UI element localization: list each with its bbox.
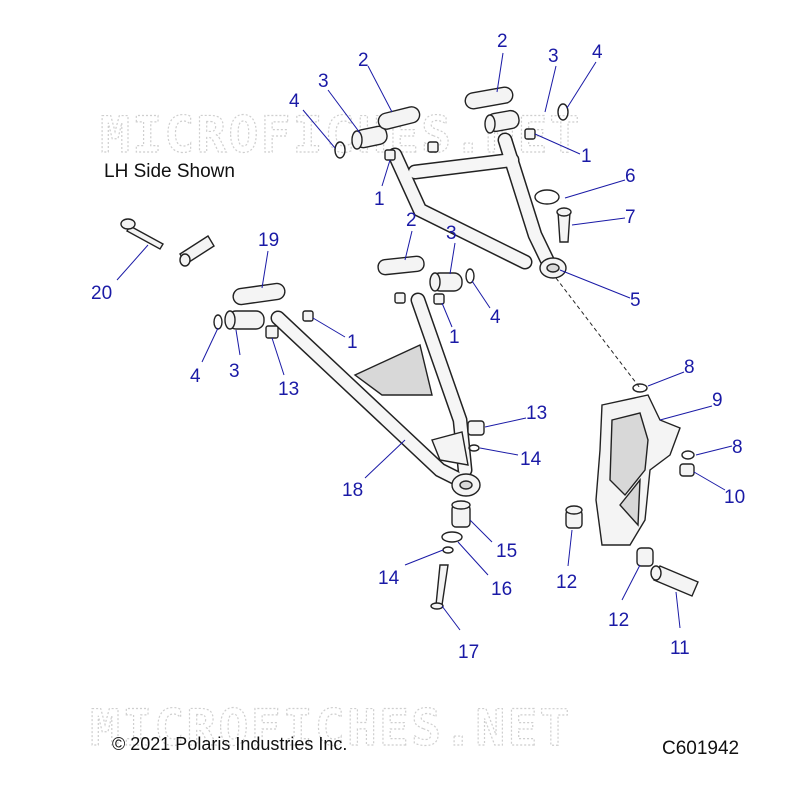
callout-c23: 9: [712, 390, 723, 411]
callout-c1: 2: [358, 50, 369, 71]
callout-c12: 19: [258, 230, 279, 251]
callout-c8: 1: [581, 146, 592, 167]
steering-knuckle: [565, 383, 699, 597]
callout-c2: 2: [497, 31, 508, 52]
callout-c7: 1: [374, 189, 385, 210]
callout-c18: 1: [449, 327, 460, 348]
callout-c9: 6: [625, 166, 636, 187]
callout-c28: 18: [342, 480, 363, 501]
callout-c30: 14: [378, 568, 400, 589]
callout-c31: 16: [491, 579, 512, 600]
callout-c34: 11: [670, 638, 690, 659]
callout-c25: 14: [520, 449, 542, 470]
ball-joint-hardware: [430, 500, 471, 610]
bolt-20: [120, 218, 164, 250]
callout-c35: 17: [458, 642, 479, 663]
callout-c6: 4: [592, 42, 603, 63]
callout-c15: 20: [91, 283, 112, 304]
callout-c4: 3: [548, 46, 559, 67]
callout-c24: 13: [526, 403, 547, 424]
callout-c33: 12: [608, 610, 629, 631]
callout-c22: 8: [684, 357, 695, 378]
callout-c13: 2: [406, 210, 417, 231]
callout-c11: 5: [630, 290, 641, 311]
callout-c17: 4: [490, 307, 501, 328]
callout-c21: 13: [278, 379, 299, 400]
lh-side-note: LH Side Shown: [104, 161, 235, 182]
assembly-line: [555, 277, 641, 389]
callout-c27: 10: [724, 487, 745, 508]
callout-c20: 3: [229, 361, 240, 382]
upper-bushings: [334, 86, 572, 243]
lower-bushings: [213, 255, 485, 452]
upper-a-arm: [387, 132, 567, 279]
callout-c10: 7: [625, 207, 636, 228]
callout-c14: 3: [446, 223, 457, 244]
callout-c5: 4: [289, 91, 300, 112]
lower-a-arm: [270, 292, 481, 497]
callouts: 2 2 3 3 4 4 1 1 6 7 5 19 2 3 20 1 4 1: [91, 31, 745, 663]
callout-c19: 4: [190, 366, 201, 387]
callout-c26: 8: [732, 437, 743, 458]
callout-c29: 15: [496, 541, 517, 562]
watermark-bottom: MICROFICHES.NET: [90, 699, 572, 757]
callout-c16: 1: [347, 332, 358, 353]
callout-c32: 12: [556, 572, 577, 593]
callout-c3: 3: [318, 71, 329, 92]
copyright-text: © 2021 Polaris Industries Inc.: [112, 734, 347, 754]
loose-bushing: [179, 235, 215, 267]
figure-code: C601942: [662, 738, 739, 759]
